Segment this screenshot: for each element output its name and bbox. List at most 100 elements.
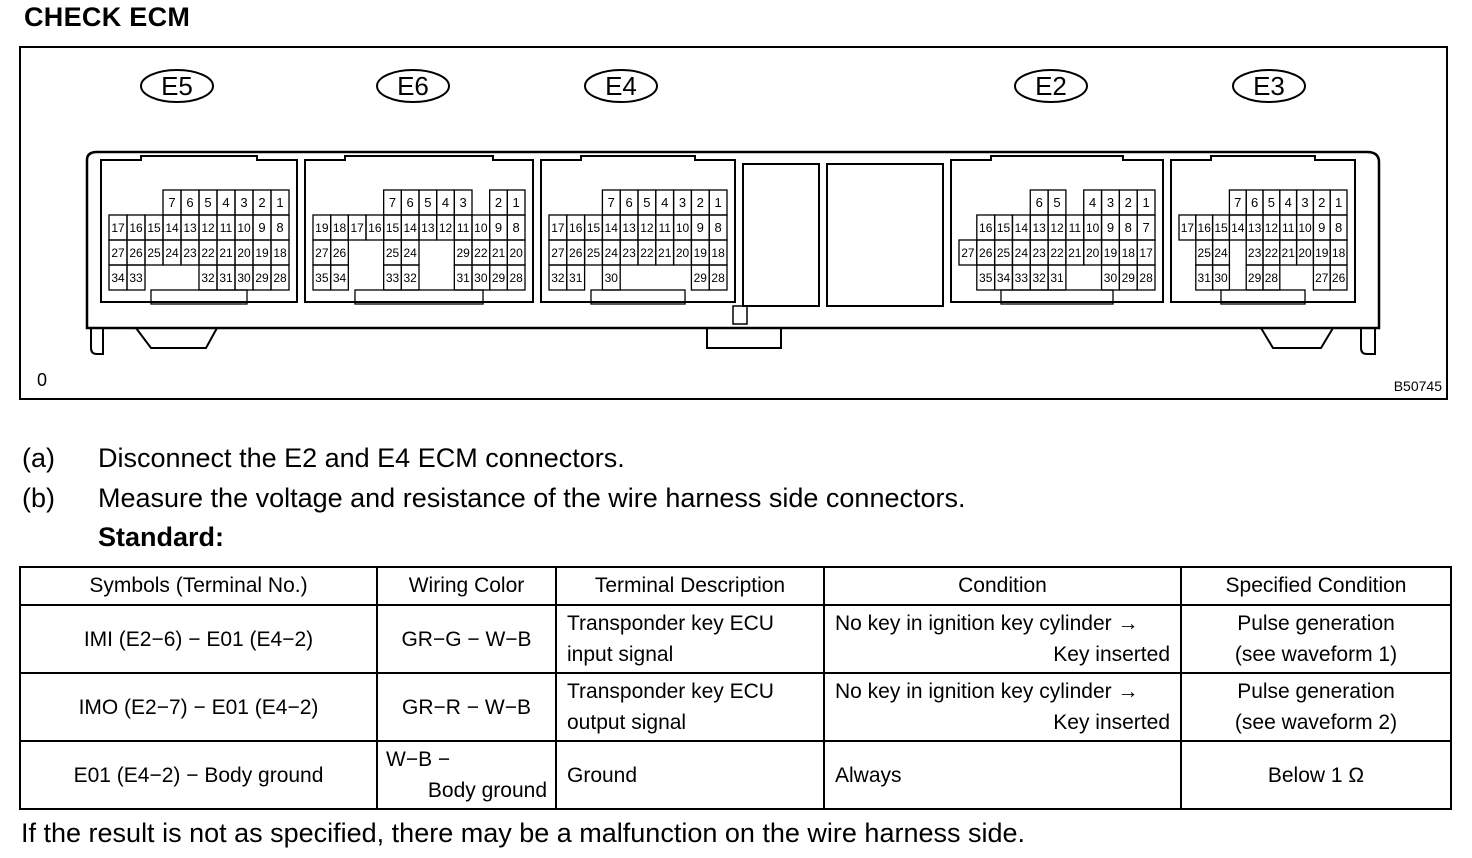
terminal-number: 35 [979, 271, 993, 285]
terminal-number: 19 [1315, 246, 1329, 260]
terminal-number: 17 [111, 221, 125, 235]
terminal-number: 18 [1332, 246, 1346, 260]
terminal-number: 5 [1053, 195, 1060, 210]
terminal-number: 8 [276, 220, 283, 235]
terminal-cell [566, 264, 586, 291]
terminal-number: 23 [1248, 246, 1262, 260]
terminal-cell [708, 264, 728, 291]
header-wiring-color: Wiring Color [376, 566, 557, 606]
step-text: Measure the voltage and resistance of th… [98, 483, 966, 513]
terminal-cell [126, 264, 146, 291]
terminal-number: 16 [1198, 221, 1212, 235]
terminal-number: 7 [1142, 220, 1149, 235]
connector-housing [100, 155, 298, 303]
terminal-number: 10 [1298, 221, 1312, 235]
terminal-number: 13 [183, 221, 197, 235]
terminal-number: 7 [389, 195, 396, 210]
terminal-cell [506, 264, 526, 291]
terminal-cell [1329, 264, 1348, 291]
terminal-number: 15 [1214, 221, 1228, 235]
connector-lock [1000, 289, 1114, 305]
terminal-number: 13 [1248, 221, 1262, 235]
terminal-number: 32 [1033, 271, 1047, 285]
housing-latch [1260, 327, 1334, 349]
terminal-number: 14 [165, 221, 179, 235]
cond-line: No key in ignition key cylinder → [835, 612, 1139, 635]
terminal-number: 11 [1069, 221, 1082, 235]
figure-code: B50745 [1393, 378, 1442, 394]
terminal-number: 31 [569, 271, 583, 285]
terminal-number: 12 [201, 221, 215, 235]
terminal-number: 28 [1265, 271, 1279, 285]
terminal-number: 15 [997, 221, 1011, 235]
terminal-number: 17 [1181, 221, 1195, 235]
terminal-cell [330, 264, 349, 291]
terminal-number: 6 [407, 195, 414, 210]
terminal-number: 28 [509, 271, 523, 285]
terminal-number: 12 [1265, 221, 1279, 235]
housing-latch [135, 327, 218, 349]
connector-lock [354, 289, 484, 305]
wiring-text: GR−G − W−B [401, 627, 532, 651]
terminal-number: 6 [186, 195, 193, 210]
cond-line: Key inserted [1053, 643, 1170, 666]
terminal-number: 27 [315, 246, 329, 260]
terminal-number: 3 [1301, 195, 1308, 210]
terminal-number: 15 [587, 221, 601, 235]
terminal-number: 21 [658, 246, 672, 260]
terminal-number: 8 [1125, 220, 1132, 235]
terminal-number: 25 [1198, 246, 1212, 260]
terminal-number: 19 [694, 246, 708, 260]
terminal-number: 30 [1214, 271, 1228, 285]
cond-line: No key in ignition key cylinder → [835, 680, 1139, 703]
terminal-number: 5 [424, 195, 431, 210]
terminal-cell [270, 264, 290, 291]
terminal-number: 31 [219, 271, 233, 285]
connector-label: E5 [161, 71, 193, 101]
terminal-number: 2 [697, 195, 704, 210]
terminal-number: 11 [1282, 221, 1295, 235]
desc-line: output signal [567, 711, 687, 734]
terminal-number: 32 [403, 271, 417, 285]
terminal-number: 13 [421, 221, 435, 235]
terminal-number: 20 [676, 246, 690, 260]
cell-spec: Pulse generation(see waveform 2) [1180, 672, 1452, 742]
terminal-number: 19 [315, 221, 329, 235]
terminal-number: 1 [1335, 195, 1342, 210]
terminal-number: 25 [147, 246, 161, 260]
terminal-number: 31 [1198, 271, 1212, 285]
terminal-number: 27 [111, 246, 125, 260]
terminal-number: 10 [237, 221, 251, 235]
terminal-number: 4 [1285, 195, 1292, 210]
terminal-number: 2 [1318, 195, 1325, 210]
housing-clip [732, 305, 748, 325]
terminal-number: 25 [997, 246, 1011, 260]
footer-note: If the result is not as specified, there… [21, 818, 1026, 848]
terminal-number: 21 [1282, 246, 1296, 260]
terminal-number: 8 [714, 220, 721, 235]
terminal-number: 20 [1298, 246, 1312, 260]
terminal-number: 29 [1122, 271, 1136, 285]
blank-panel [742, 163, 820, 307]
terminal-number: 11 [220, 221, 233, 235]
table-header-row: Symbols (Terminal No.) Wiring Color Term… [19, 566, 1452, 606]
terminal-number: 3 [1107, 195, 1114, 210]
terminal-number: 7 [1234, 195, 1241, 210]
terminal-number: 5 [1268, 195, 1275, 210]
terminal-number: 23 [1033, 246, 1047, 260]
terminal-number: 20 [1086, 246, 1100, 260]
terminal-number: 29 [255, 271, 269, 285]
terminal-number: 22 [474, 246, 488, 260]
cell-wiring: GR−R − W−B [376, 672, 557, 742]
terminal-number: 29 [694, 271, 708, 285]
terminal-number: 6 [625, 195, 632, 210]
cell-condition: No key in ignition key cylinder → Key ins… [823, 604, 1182, 674]
connector-housing [540, 155, 736, 303]
terminal-number: 30 [605, 271, 619, 285]
spec-line: Pulse generation [1237, 612, 1395, 635]
terminal-number: 29 [456, 246, 470, 260]
spec-line: (see waveform 2) [1234, 711, 1398, 734]
